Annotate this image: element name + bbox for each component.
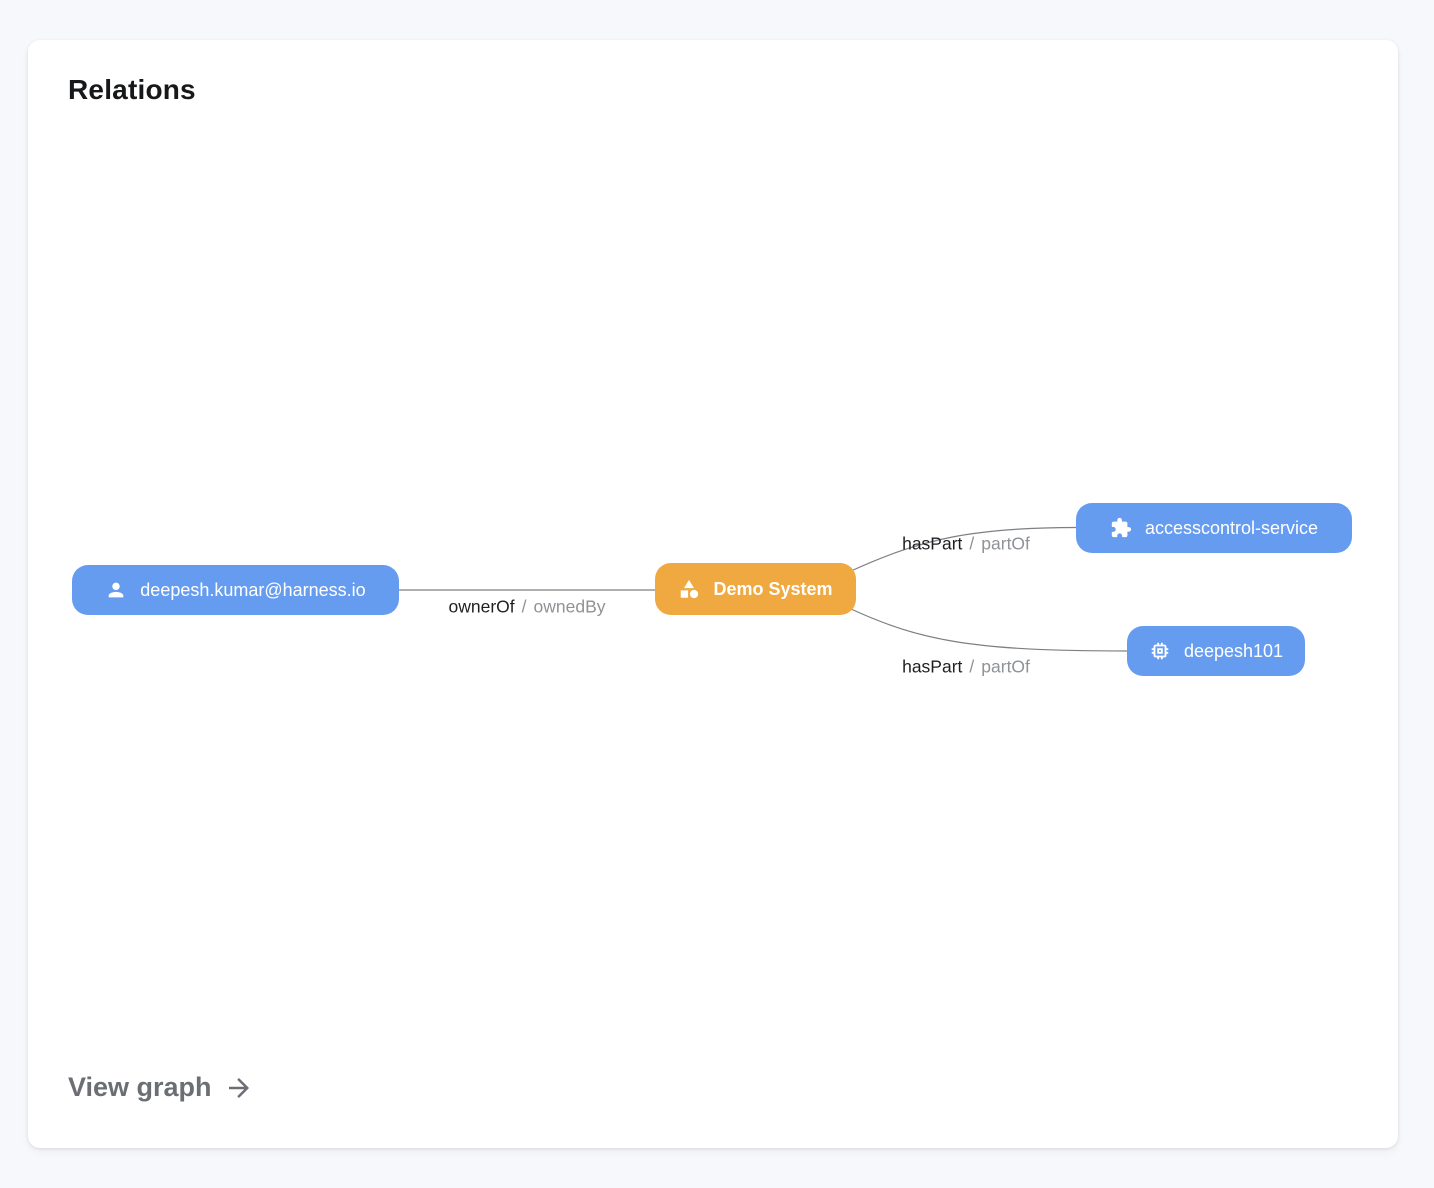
relation-separator: /	[521, 596, 527, 617]
arrow-right-icon	[224, 1073, 254, 1103]
relation-forward: hasPart	[902, 533, 963, 554]
edge-label-haspart-top: hasPart / partOf	[902, 534, 1030, 555]
node-label: accesscontrol-service	[1144, 517, 1319, 538]
node-label: deepesh.kumar@harness.io	[140, 579, 366, 600]
graph-edges	[399, 526, 1128, 652]
node-label: Demo System	[713, 578, 833, 599]
edge-label-haspart-bottom: hasPart / partOf	[902, 657, 1030, 678]
node-resource[interactable]: deepesh101	[1127, 626, 1305, 676]
relation-separator: /	[969, 656, 975, 677]
relation-forward: ownerOf	[448, 596, 515, 617]
node-label: deepesh101	[1183, 640, 1284, 661]
edge-label-owner: ownerOf / ownedBy	[448, 597, 605, 618]
edge-haspart-bottom	[850, 608, 1128, 652]
edge-haspart-top	[850, 526, 1077, 572]
node-system[interactable]: Demo System	[655, 563, 856, 615]
relation-reverse: ownedBy	[533, 596, 606, 617]
view-graph-link[interactable]: View graph	[68, 1072, 254, 1103]
relations-graph: deepesh.kumar@harness.io Demo System acc…	[28, 40, 1398, 1148]
node-service[interactable]: accesscontrol-service	[1076, 503, 1352, 553]
card-title: Relations	[68, 74, 196, 105]
relation-forward: hasPart	[902, 656, 963, 677]
relation-separator: /	[969, 533, 975, 554]
node-user[interactable]: deepesh.kumar@harness.io	[72, 565, 399, 615]
person-icon	[105, 579, 127, 601]
relations-card: Relations deepesh.kumar@harness.io Demo …	[28, 40, 1398, 1148]
view-graph-label: View graph	[68, 1072, 212, 1102]
relation-reverse: partOf	[981, 656, 1030, 677]
puzzle-icon	[1110, 517, 1132, 539]
category-icon	[678, 578, 700, 600]
chip-icon	[1149, 640, 1171, 662]
relation-reverse: partOf	[981, 533, 1030, 554]
